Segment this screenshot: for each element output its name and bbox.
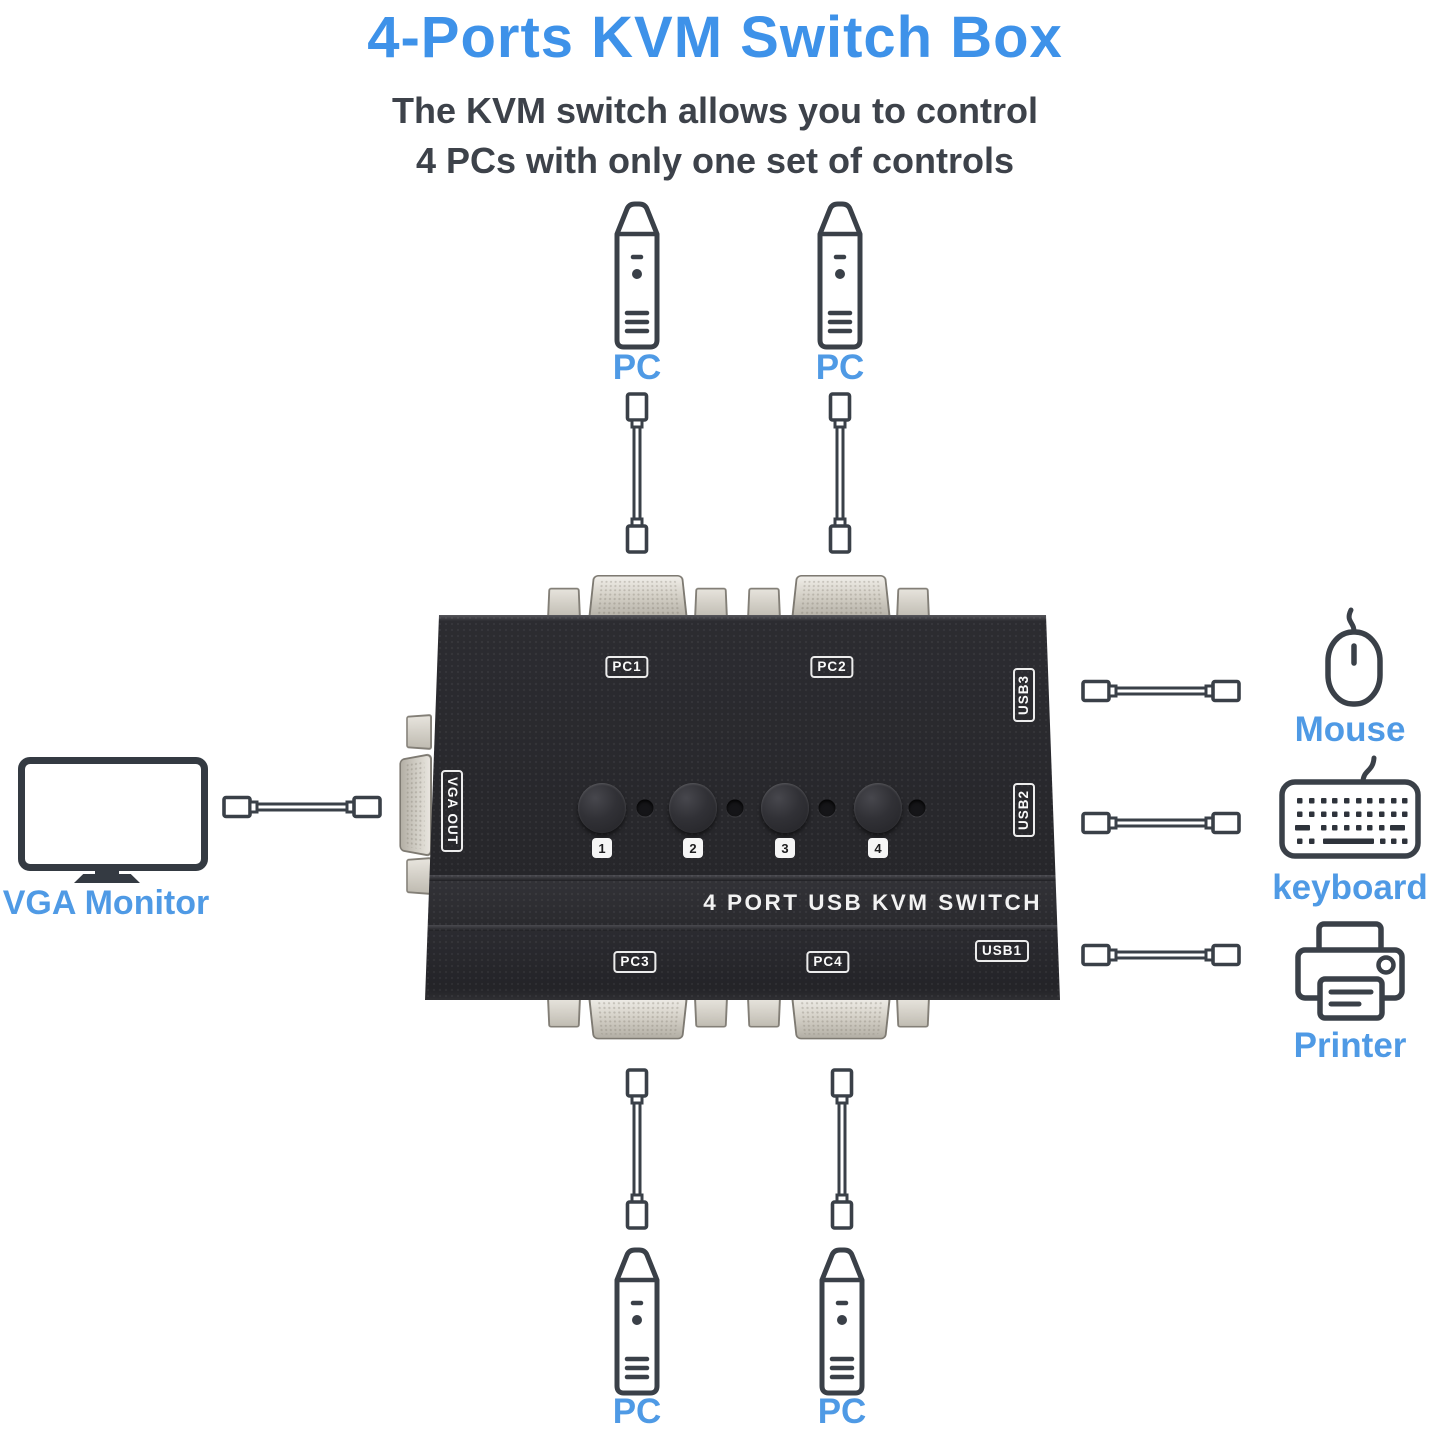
monitor-icon bbox=[18, 757, 208, 871]
port-label-pc3: PC3 bbox=[613, 951, 657, 973]
vga-screw-post bbox=[547, 997, 581, 1028]
button-number-1: 1 bbox=[592, 838, 612, 858]
vga-connector-pc3 bbox=[588, 995, 688, 1040]
keyboard-cable-icon bbox=[1081, 806, 1241, 840]
vga-cable-icon bbox=[823, 392, 857, 554]
selector-button-3[interactable] bbox=[761, 783, 809, 833]
selector-button-2[interactable] bbox=[669, 783, 717, 833]
pc-label-bottom-left: PC bbox=[612, 1392, 662, 1430]
pc-tower-icon bbox=[807, 200, 873, 352]
port-label-usb3: USB3 bbox=[1013, 667, 1035, 723]
printer-label: Printer bbox=[1293, 1026, 1407, 1065]
box-step-edge bbox=[425, 925, 1060, 931]
port-label-pc1: PC1 bbox=[605, 656, 649, 678]
led-indicator-2 bbox=[726, 799, 744, 817]
keyboard-label: keyboard bbox=[1272, 868, 1428, 907]
box-front-band bbox=[425, 881, 1060, 925]
mouse-cable-icon bbox=[1081, 674, 1241, 708]
pc-label-top-right: PC bbox=[815, 348, 865, 387]
box-bottom-band bbox=[425, 931, 1060, 1000]
printer-cable-icon bbox=[1081, 938, 1241, 972]
button-number-2: 2 bbox=[683, 838, 703, 858]
port-label-pc2: PC2 bbox=[810, 656, 854, 678]
kvm-switch-box: PC1 PC2 USB3 USB2 VGA OUT 1 2 3 4 4 PORT… bbox=[425, 615, 1060, 1000]
led-indicator-3 bbox=[818, 799, 836, 817]
keyboard-icon bbox=[1279, 755, 1421, 859]
selector-button-1[interactable] bbox=[578, 783, 626, 833]
pc-tower-icon bbox=[604, 200, 670, 352]
page-subtitle-line1: The KVM switch allows you to control bbox=[391, 90, 1039, 131]
selector-button-4[interactable] bbox=[854, 783, 902, 833]
led-indicator-4 bbox=[908, 799, 926, 817]
box-step-edge bbox=[425, 875, 1060, 881]
vga-cable-icon bbox=[620, 1068, 654, 1230]
port-label-usb2: USB2 bbox=[1013, 782, 1035, 838]
pc-tower-icon bbox=[604, 1246, 670, 1398]
pc-tower-icon bbox=[809, 1246, 875, 1398]
mouse-label: Mouse bbox=[1294, 710, 1406, 749]
front-panel-text: 4 PORT USB KVM SWITCH bbox=[703, 890, 1042, 915]
vga-out-connector bbox=[399, 753, 432, 857]
vga-screw-post bbox=[406, 857, 432, 895]
printer-icon bbox=[1295, 921, 1405, 1021]
vga-cable-icon bbox=[825, 1068, 859, 1230]
vga-connector-pc4 bbox=[791, 995, 891, 1040]
pc-label-top-left: PC bbox=[612, 348, 662, 387]
monitor-stand-neck bbox=[95, 864, 119, 875]
vga-screw-post bbox=[406, 714, 432, 750]
vga-screw-post bbox=[747, 997, 781, 1028]
page-title: 4-Ports KVM Switch Box bbox=[367, 5, 1063, 70]
port-label-pc4: PC4 bbox=[806, 951, 850, 973]
monitor-label: VGA Monitor bbox=[2, 884, 210, 922]
vga-cable-icon bbox=[620, 392, 654, 554]
page-subtitle-line2: 4 PCs with only one set of controls bbox=[415, 140, 1015, 181]
monitor-stand-base bbox=[74, 874, 140, 883]
mouse-icon bbox=[1325, 607, 1383, 707]
monitor-cable-icon bbox=[222, 790, 382, 824]
vga-connector-pc2 bbox=[791, 574, 891, 621]
vga-connector-pc1 bbox=[588, 574, 688, 621]
vga-screw-post bbox=[694, 997, 728, 1028]
port-label-usb1: USB1 bbox=[974, 940, 1030, 962]
box-top-bevel bbox=[425, 615, 1060, 621]
led-indicator-1 bbox=[636, 799, 654, 817]
button-number-4: 4 bbox=[868, 838, 888, 858]
pc-label-bottom-right: PC bbox=[817, 1392, 867, 1430]
vga-screw-post bbox=[896, 997, 930, 1028]
button-number-3: 3 bbox=[775, 838, 795, 858]
port-label-vga-out: VGA OUT bbox=[441, 769, 463, 853]
